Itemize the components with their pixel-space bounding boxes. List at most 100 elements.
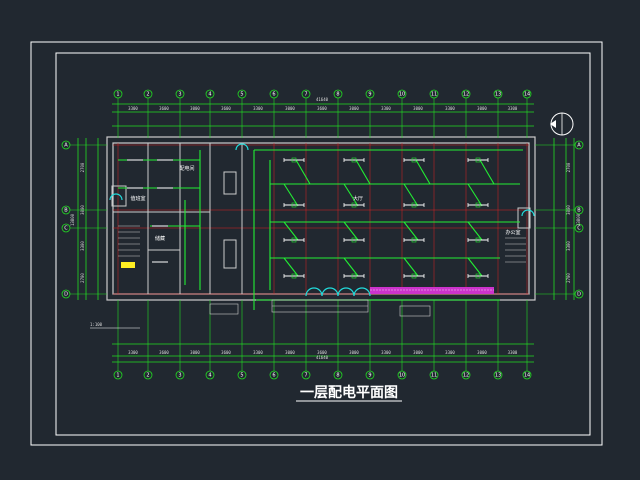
svg-text:A: A: [64, 143, 68, 149]
left-dim-1: 2700: [80, 162, 85, 172]
svg-text:13: 13: [495, 92, 501, 98]
bottom-dim-10: 3000: [413, 350, 423, 355]
bottom-dim-3: 3000: [190, 350, 200, 355]
svg-text:5: 5: [240, 92, 243, 98]
room-label-3: 储藏: [155, 235, 165, 242]
bottom-dim-8: 3000: [349, 350, 359, 355]
room-label-2: 值班室: [130, 195, 145, 202]
bottom-dim-12: 3000: [477, 350, 487, 355]
stair-right: [505, 237, 526, 263]
light-fixture-3: [403, 157, 425, 163]
svg-text:10: 10: [399, 373, 405, 379]
axis-bubble-top-13: 13: [493, 89, 503, 99]
room-label-5: 办公室: [505, 229, 520, 236]
light-fixture-13: [283, 273, 305, 279]
entrance-steps: [209, 299, 431, 317]
bottom-dim-6: 3000: [285, 350, 295, 355]
interior-walls: [111, 143, 531, 294]
right-total-dimension: 13800: [576, 213, 581, 226]
drawing-title: 一层配电平面图: [300, 384, 398, 401]
svg-text:10: 10: [399, 92, 405, 98]
bottom-dim-11: 3300: [445, 350, 455, 355]
bottom-dimension-lines: [112, 343, 534, 363]
top-dim-11: 3300: [445, 106, 455, 111]
light-fixture-7: [403, 202, 425, 208]
equipment-arcs: [109, 143, 535, 297]
svg-text:2: 2: [146, 373, 149, 379]
svg-text:14: 14: [524, 92, 530, 98]
svg-text:12: 12: [463, 373, 469, 379]
bottom-dim-4: 3600: [221, 350, 231, 355]
top-dim-8: 3000: [349, 106, 359, 111]
left-total-dimension: 13800: [70, 213, 75, 226]
bottom-dimension-texts: 3300 3600 3000 3600 3300 3000 3600 3000 3300 3000…: [128, 350, 518, 355]
light-fixture-9: [283, 237, 305, 243]
light-fixture-8: [467, 202, 489, 208]
bottom-dim-2: 3600: [159, 350, 169, 355]
svg-text:C: C: [64, 226, 68, 232]
outer-frame: [30, 41, 603, 446]
bottom-dim-13: 3300: [508, 350, 518, 355]
svg-text:13: 13: [495, 373, 501, 379]
svg-text:6: 6: [272, 373, 275, 379]
axis-bubble-top-11: 11: [429, 89, 439, 99]
light-fixture-12: [467, 237, 489, 243]
top-dim-7: 3600: [317, 106, 327, 111]
svg-text:4: 4: [208, 373, 211, 379]
axis-bubble-bottom-11: 11: [429, 370, 439, 380]
axis-bubble-top-12: 12: [461, 89, 471, 99]
right-dim-4: 2700: [566, 273, 571, 283]
axis-bubble-top-10: 10: [397, 89, 407, 99]
top-dim-1: 3300: [128, 106, 138, 111]
inner-frame: [55, 52, 591, 436]
top-dim-4: 3600: [221, 106, 231, 111]
light-fixture-4: [467, 157, 489, 163]
left-dim-4: 2700: [80, 273, 85, 283]
top-dim-12: 3000: [477, 106, 487, 111]
right-dim-3: 3300: [566, 241, 571, 251]
bottom-dim-1: 3300: [128, 350, 138, 355]
svg-text:9: 9: [368, 92, 371, 98]
bottom-total-dimension: 41640: [316, 355, 329, 360]
top-dimension-lines: [112, 103, 534, 127]
svg-text:14: 14: [524, 373, 530, 379]
north-arrow-icon: [550, 112, 574, 136]
room-label-4: 大厅: [353, 195, 363, 202]
svg-text:4: 4: [208, 92, 211, 98]
bottom-dim-7: 3600: [317, 350, 327, 355]
svg-text:C: C: [577, 226, 581, 232]
svg-text:7: 7: [304, 373, 307, 379]
svg-text:D: D: [64, 292, 68, 298]
distribution-panel: [370, 287, 494, 294]
top-total-dimension: 41640: [316, 97, 329, 102]
svg-text:9: 9: [368, 373, 371, 379]
room-label-1: 配电间: [179, 165, 194, 172]
svg-text:D: D: [577, 292, 581, 298]
light-fixtures: [127, 157, 489, 279]
svg-text:2: 2: [146, 92, 149, 98]
bottom-dim-5: 3300: [253, 350, 263, 355]
axis-bubble-bottom-14: 14: [522, 370, 532, 380]
light-fixture-2: [343, 157, 365, 163]
top-dimension-texts: 3300 3600 3000 3600 3300 3000 3600 3000 3300 3000…: [128, 106, 518, 111]
svg-text:3: 3: [178, 373, 181, 379]
light-fixture-6: [343, 202, 365, 208]
svg-text:12: 12: [463, 92, 469, 98]
wiring-diagonals: [283, 159, 495, 277]
left-dimension-lines: [77, 138, 99, 300]
svg-text:B: B: [577, 208, 581, 214]
left-dim-3: 3300: [80, 241, 85, 251]
svg-text:11: 11: [431, 92, 437, 98]
svg-text:6: 6: [272, 92, 275, 98]
stair-mark-left: [121, 262, 135, 268]
top-dim-6: 3000: [285, 106, 295, 111]
top-dim-10: 3000: [413, 106, 423, 111]
top-dim-2: 3600: [159, 106, 169, 111]
scale-note: 1:100: [90, 322, 103, 327]
light-fixture-1: [283, 157, 305, 163]
svg-text:8: 8: [336, 92, 339, 98]
top-dim-9: 3300: [381, 106, 391, 111]
bottom-dim-9: 3300: [381, 350, 391, 355]
